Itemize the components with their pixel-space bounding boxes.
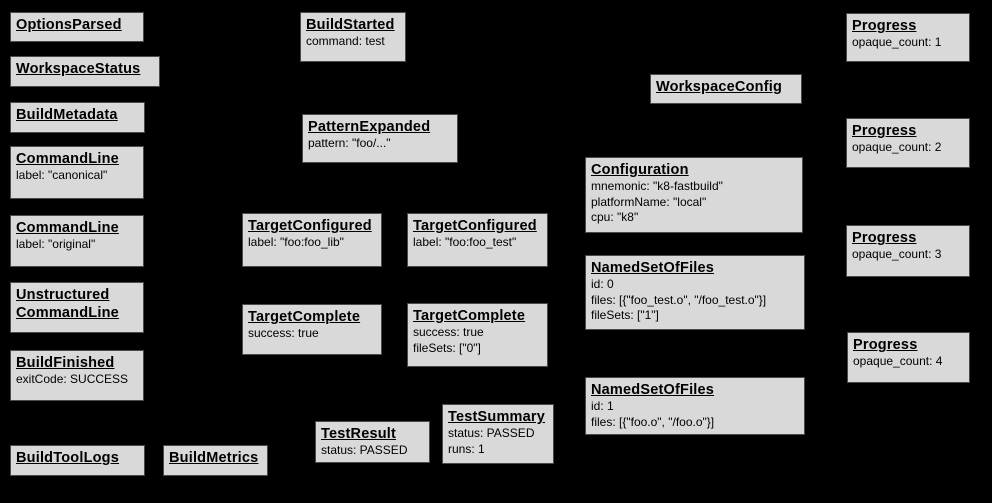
node-title: BuildStarted [306,17,395,33]
node-field: files: [{"foo.o", "/foo.o"}] [591,414,715,429]
node-target-complete-foo-test: TargetComplete success: true fileSets: [… [407,303,548,367]
node-title: BuildMetrics [169,450,259,466]
node-field: files: [{"foo_test.o", "/foo_test.o"}] [591,292,767,307]
node-title: TestResult [321,426,397,442]
node-target-configured-foo-lib: TargetConfigured label: "foo:foo_lib" [242,213,382,267]
node-target-complete-foo-lib: TargetComplete success: true [242,304,382,355]
node-progress-2: Progress opaque_count: 2 [846,118,970,168]
node-target-configured-foo-test: TargetConfigured label: "foo:foo_test" [407,213,548,267]
node-progress-3: Progress opaque_count: 3 [846,225,970,277]
node-title: NamedSetOfFiles [591,382,715,398]
node-named-set-of-files-0: NamedSetOfFiles id: 0 files: [{"foo_test… [585,255,805,330]
node-field: label: "original" [16,237,96,252]
node-command-line-original: CommandLine label: "original" [10,215,144,267]
node-configuration: Configuration mnemonic: "k8-fastbuild" p… [585,157,803,233]
node-title: Progress [852,123,917,139]
node-field: status: PASSED [448,426,535,441]
node-title: BuildMetadata [16,107,118,123]
node-field: success: true [248,326,319,341]
node-build-tool-logs: BuildToolLogs [10,445,145,476]
node-pattern-expanded: PatternExpanded pattern: "foo/..." [302,114,458,163]
node-title: TargetComplete [248,309,361,325]
node-field: id: 0 [591,277,614,292]
node-title: Progress [852,230,917,246]
node-field: label: "foo:foo_test" [413,235,517,250]
node-test-result: TestResult status: PASSED [315,421,430,463]
node-title: BuildToolLogs [16,450,120,466]
node-title: Progress [853,337,918,353]
node-named-set-of-files-1: NamedSetOfFiles id: 1 files: [{"foo.o", … [585,377,805,435]
node-field: success: true [413,325,484,340]
node-field: runs: 1 [448,441,485,456]
node-build-finished: BuildFinished exitCode: SUCCESS [10,350,144,401]
node-field: fileSets: ["0"] [413,340,481,355]
node-title: TargetComplete [413,308,526,324]
node-progress-4: Progress opaque_count: 4 [847,332,970,383]
node-title: TargetConfigured [248,218,372,234]
node-test-summary: TestSummary status: PASSED runs: 1 [442,404,554,464]
node-title: CommandLine [16,151,119,167]
node-field: opaque_count: 1 [852,35,942,50]
node-field: cpu: "k8" [591,210,639,225]
node-title: CommandLine [16,220,119,236]
node-field: opaque_count: 4 [853,354,943,369]
node-title: TestSummary [448,409,546,425]
node-build-metrics: BuildMetrics [163,445,268,476]
node-title: OptionsParsed [16,17,122,33]
node-field: mnemonic: "k8-fastbuild" [591,179,723,194]
node-progress-1: Progress opaque_count: 1 [846,13,970,62]
node-field: platformName: "local" [591,194,707,209]
node-field: fileSets: ["1"] [591,308,659,323]
node-field: label: "canonical" [16,168,108,183]
node-title: WorkspaceConfig [656,79,783,95]
node-field: opaque_count: 2 [852,140,942,155]
node-options-parsed: OptionsParsed [10,12,144,42]
node-unstructured-command-line: Unstructured CommandLine [10,282,144,333]
node-field: id: 1 [591,399,614,414]
node-title: TargetConfigured [413,218,537,234]
node-build-metadata: BuildMetadata [10,102,145,133]
node-title: Progress [852,18,917,34]
node-field: exitCode: SUCCESS [16,372,129,387]
node-field: opaque_count: 3 [852,247,942,262]
node-field: command: test [306,34,385,49]
node-title: Unstructured CommandLine [16,287,119,322]
node-command-line-canonical: CommandLine label: "canonical" [10,146,144,199]
node-title: PatternExpanded [308,119,431,135]
node-field: label: "foo:foo_lib" [248,235,344,250]
node-title: WorkspaceStatus [16,61,141,77]
node-field: pattern: "foo/..." [308,136,391,151]
node-title: Configuration [591,162,689,178]
node-workspace-config: WorkspaceConfig [650,74,802,104]
node-workspace-status: WorkspaceStatus [10,56,160,87]
node-title: BuildFinished [16,355,115,371]
node-field: status: PASSED [321,443,408,458]
node-build-started: BuildStarted command: test [300,12,406,62]
node-title: NamedSetOfFiles [591,260,715,276]
